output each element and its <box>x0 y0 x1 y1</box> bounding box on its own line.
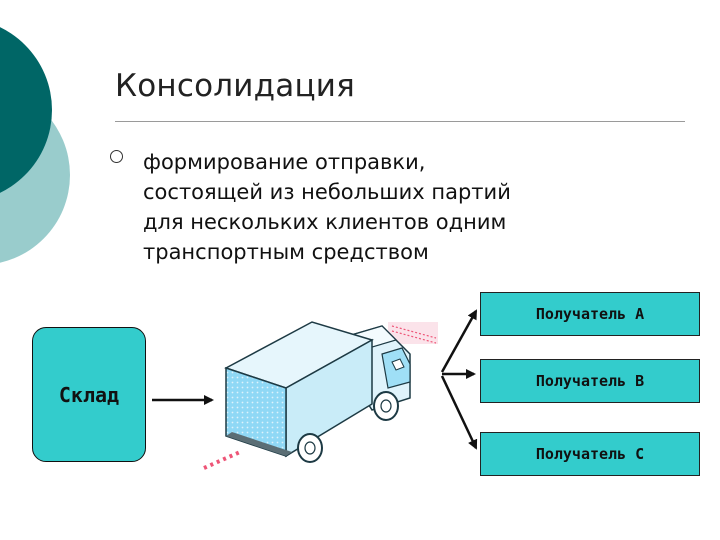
streak-top <box>388 322 438 344</box>
arrow-to-recipient-a <box>440 309 478 373</box>
wheel-rear <box>297 433 323 463</box>
bullet-line-4: транспортным средством <box>143 240 429 264</box>
bullet-line-3: для нескольких клиентов одним <box>143 210 507 234</box>
decorative-dark-circle <box>0 27 52 193</box>
streak-bottom <box>203 450 241 470</box>
warehouse-box: Склад <box>32 327 146 462</box>
motion-streaks <box>203 322 438 470</box>
recipient-a-box: Получатель А <box>480 292 700 336</box>
title-divider <box>115 121 685 122</box>
wheel-front <box>373 391 399 421</box>
bullet-text: формирование отправки, состоящей из небо… <box>143 147 623 267</box>
arrow-to-recipient-c <box>440 375 478 450</box>
page-title: Консолидация <box>115 68 355 104</box>
truck-icon <box>224 321 411 463</box>
recipient-b-box: Получатель В <box>480 359 700 403</box>
recipient-c-box: Получатель С <box>480 432 700 476</box>
bullet-circle-icon <box>110 150 123 163</box>
decorative-circles <box>0 27 70 263</box>
bullet-line-2: состоящей из небольших партий <box>143 180 511 204</box>
bullet-line-1: формирование отправки, <box>143 150 426 174</box>
